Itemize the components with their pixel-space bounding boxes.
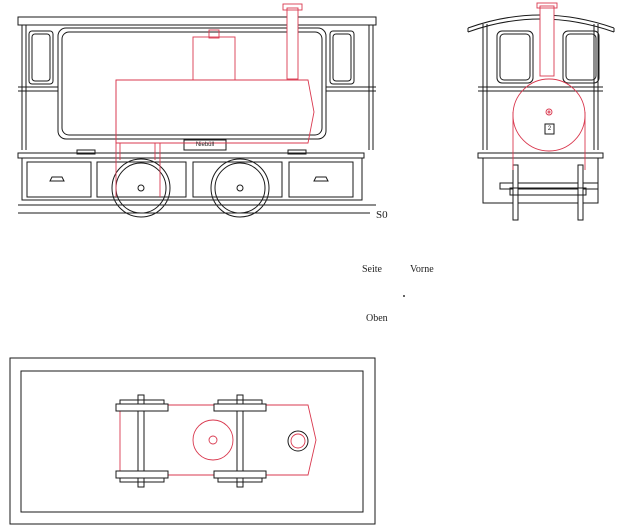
top-inner-frame: [20, 370, 364, 513]
front-number-plate: [544, 123, 555, 135]
side-chimney: [286, 7, 299, 80]
front-view-label: Vorne: [410, 264, 434, 275]
side-wheel-rear: [210, 158, 270, 218]
front-view: [467, 2, 615, 221]
top-wheel-rear-left: [213, 403, 267, 412]
side-cab-panel: [57, 27, 327, 140]
top-axle-front: [137, 394, 145, 488]
top-wheel-front-right: [115, 470, 169, 479]
top-view: [9, 357, 376, 525]
side-box-right: [288, 161, 354, 198]
side-box-handle-right: [313, 176, 329, 182]
top-axle-rear: [236, 394, 244, 488]
top-wheel-front-left: [115, 403, 169, 412]
front-window-left: [496, 30, 534, 84]
top-outer-frame: [9, 357, 376, 525]
side-view-label: Seite: [362, 264, 382, 275]
top-boiler-outline: [119, 404, 317, 476]
side-steam-dome: [192, 36, 236, 81]
rail-level-label: S0: [376, 209, 388, 221]
side-wheel-front: [111, 158, 171, 218]
side-window-left: [28, 30, 54, 85]
front-wheel-left: [512, 164, 519, 221]
top-steam-dome: [192, 419, 234, 461]
top-wheel-rear-right: [213, 470, 267, 479]
side-view: [17, 3, 377, 218]
side-frame: [21, 157, 363, 201]
side-window-right: [329, 30, 355, 85]
side-name-plate: [183, 139, 227, 151]
side-box-handle-left: [49, 176, 65, 182]
top-view-label: Oben: [366, 313, 388, 324]
front-axle: [499, 182, 599, 190]
front-plate-text: 2: [547, 126, 552, 132]
front-wheel-right: [577, 164, 584, 221]
front-running-board: [477, 152, 604, 159]
name-plate-text: Niebüll: [195, 142, 215, 148]
side-boiler-outline: [115, 79, 315, 144]
side-box-left: [26, 161, 92, 198]
front-frame: [482, 157, 599, 204]
top-chimney: [287, 430, 309, 452]
front-chimney: [539, 5, 555, 77]
side-running-board: [17, 152, 365, 159]
front-window-right: [562, 30, 600, 84]
side-roof: [17, 16, 377, 26]
